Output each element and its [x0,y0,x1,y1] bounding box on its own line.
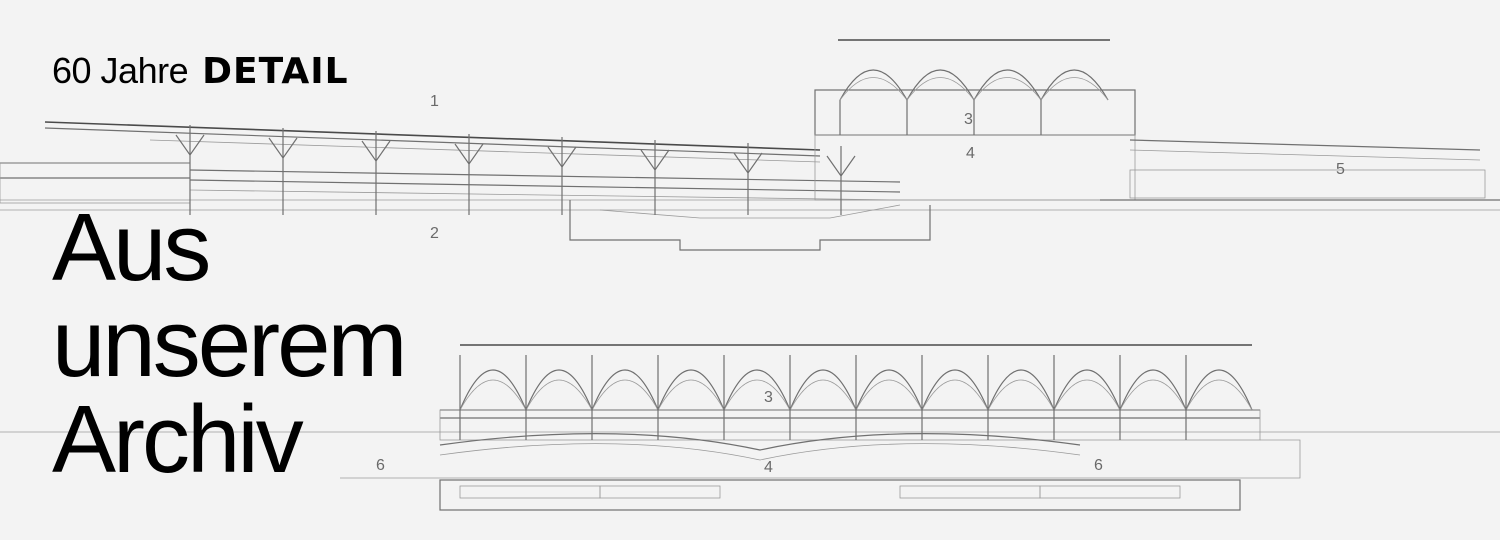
anniversary-kicker: 60 Jahre DETAIL [52,50,349,92]
drawing-label-lower-6-left: 6 [376,457,385,474]
drawing-label-2: 2 [430,225,439,242]
headline-line-3: Archiv [52,386,304,493]
drawing-label-lower-4: 4 [764,459,773,476]
drawing-label-lower-6-right: 6 [1094,457,1103,474]
drawing-label-1: 1 [430,93,439,110]
headline-line-2: unserem [52,290,407,397]
headline-line-1: Aus [52,194,211,301]
drawing-label-3: 3 [964,111,973,128]
drawing-label-5: 5 [1336,161,1345,178]
kicker-years: 60 Jahre [52,50,189,91]
drawing-label-lower-3: 3 [764,389,773,406]
headline: Aus unserem Archiv [52,194,407,493]
detail-logo: DETAIL [202,51,349,92]
drawing-label-4: 4 [966,145,975,162]
